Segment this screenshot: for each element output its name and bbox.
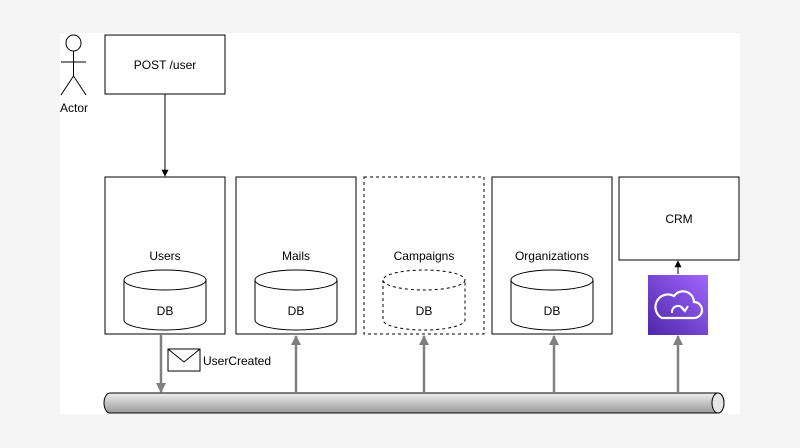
db-label-organizations: DB (543, 304, 561, 318)
db-cylinder-campaigns (382, 269, 466, 331)
envelope-icon (167, 348, 201, 372)
endpoint-box (104, 34, 226, 95)
db-label-users: DB (156, 304, 174, 318)
service-name-organizations: Organizations (514, 249, 590, 263)
event-label: UserCreated (203, 354, 272, 368)
db-cylinder-users (123, 269, 207, 331)
actor-label: Actor (59, 101, 88, 115)
endpoint-label: POST /user (133, 58, 197, 72)
service-name-users: Users (149, 249, 181, 263)
db-cylinder-organizations (510, 269, 594, 331)
event-bus-pipe (103, 392, 725, 414)
crm-label: CRM (665, 212, 693, 226)
db-label-mails: DB (287, 304, 305, 318)
db-label-campaigns: DB (415, 304, 433, 318)
actor-icon (60, 34, 87, 96)
db-cylinder-mails (254, 269, 338, 331)
service-name-mails: Mails (281, 249, 310, 263)
cloud-sync-icon (648, 275, 708, 335)
crm-box (618, 176, 740, 261)
service-name-campaigns: Campaigns (393, 249, 455, 263)
